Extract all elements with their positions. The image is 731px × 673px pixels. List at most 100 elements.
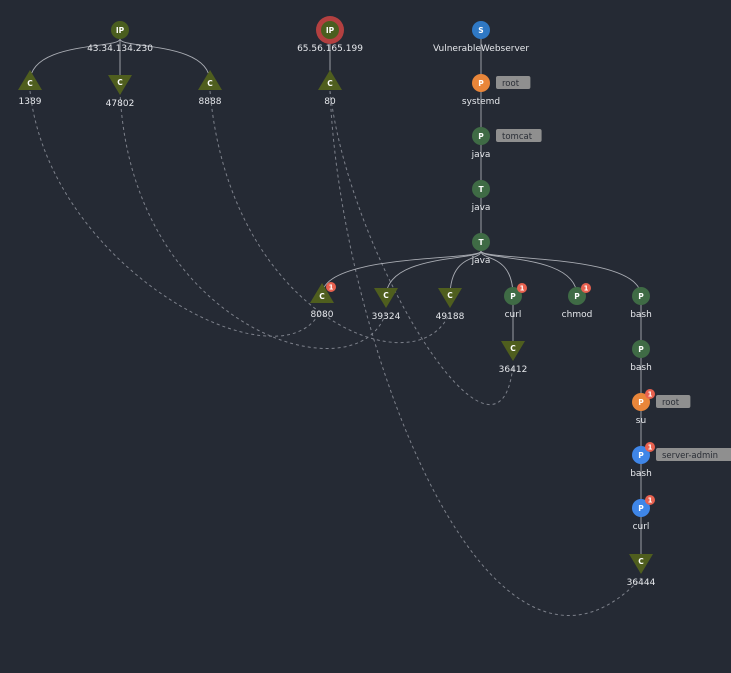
connection-triangle-icon bbox=[108, 75, 132, 95]
connection-triangle-icon bbox=[198, 70, 222, 90]
node-circle-icon bbox=[472, 127, 490, 145]
node-type-glyph: C bbox=[383, 291, 389, 300]
node-type-glyph: P bbox=[638, 345, 644, 354]
node-label: curl bbox=[633, 522, 650, 532]
node-type-glyph: S bbox=[478, 26, 483, 35]
node-label: java bbox=[471, 203, 491, 213]
edge-java3-c39324 bbox=[385, 250, 482, 298]
node-type-glyph: P bbox=[510, 292, 516, 301]
link-c8888-c49188 bbox=[209, 90, 451, 344]
node-type-glyph: T bbox=[478, 238, 484, 247]
alert-badge-icon bbox=[645, 495, 655, 505]
node-label: chmod bbox=[562, 310, 593, 320]
alert-badge-icon bbox=[645, 442, 655, 452]
node-label: 1389 bbox=[19, 97, 42, 107]
node-c36412[interactable]: C 36412 bbox=[499, 341, 528, 375]
edge-ip1-c1389 bbox=[29, 38, 121, 83]
user-tag: root bbox=[502, 79, 520, 89]
node-circle-icon bbox=[472, 21, 490, 39]
connection-triangle-icon bbox=[501, 341, 525, 361]
node-circle-icon bbox=[568, 287, 586, 305]
user-tag: tomcat bbox=[502, 132, 533, 142]
alert-badge-icon bbox=[517, 283, 527, 293]
user-tag-background bbox=[656, 395, 691, 408]
connection-triangle-icon bbox=[438, 288, 462, 308]
user-tag-background bbox=[496, 129, 542, 142]
alert-badge-icon bbox=[326, 282, 336, 292]
node-type-glyph: C bbox=[510, 344, 516, 353]
node-label: 39324 bbox=[372, 312, 401, 322]
node-type-glyph: C bbox=[447, 291, 453, 300]
alert-badge-count: 1 bbox=[520, 285, 525, 293]
node-type-glyph: P bbox=[478, 132, 484, 141]
edge-ip1-c8888 bbox=[119, 38, 211, 83]
node-label: 36444 bbox=[627, 578, 656, 588]
alert-badge-icon bbox=[645, 389, 655, 399]
connection-links bbox=[29, 90, 642, 616]
node-type-glyph: P bbox=[638, 292, 644, 301]
node-label: 8080 bbox=[311, 310, 334, 320]
link-c80-c36412 bbox=[329, 90, 514, 406]
node-circle-icon bbox=[472, 233, 490, 251]
connection-triangle-icon bbox=[310, 283, 334, 303]
node-label: java bbox=[471, 256, 491, 266]
node-label: VulnerableWebserver bbox=[433, 44, 529, 54]
node-label: java bbox=[471, 150, 491, 160]
node-c80[interactable]: C80 bbox=[318, 70, 342, 107]
node-type-glyph: P bbox=[478, 79, 484, 88]
node-type-glyph: P bbox=[638, 451, 644, 460]
node-type-glyph: C bbox=[117, 78, 123, 87]
node-label: bash bbox=[630, 469, 652, 479]
node-label: 47802 bbox=[106, 99, 135, 109]
node-type-glyph: IP bbox=[116, 26, 125, 35]
edge-java3-curl1 bbox=[480, 250, 514, 297]
edge-java3-chmod bbox=[480, 250, 578, 297]
alert-badge-icon bbox=[581, 283, 591, 293]
node-server[interactable]: S VulnerableWebserver bbox=[433, 21, 529, 54]
node-label: su bbox=[636, 416, 646, 426]
alert-badge-count: 1 bbox=[584, 285, 589, 293]
link-c80-c36444 bbox=[329, 90, 642, 616]
node-circle-icon bbox=[632, 446, 650, 464]
node-circle-icon bbox=[472, 180, 490, 198]
node-type-glyph: IP bbox=[326, 26, 335, 35]
alert-badge-count: 1 bbox=[648, 391, 653, 399]
node-circle-icon bbox=[504, 287, 522, 305]
user-tag: root bbox=[662, 398, 680, 408]
node-circle-icon bbox=[632, 499, 650, 517]
node-c8888[interactable]: C 8888 bbox=[198, 70, 222, 107]
node-c47802[interactable]: C 47802 bbox=[106, 75, 135, 109]
user-tag: server-admin bbox=[662, 451, 718, 461]
node-label: 8888 bbox=[199, 97, 222, 107]
node-c49188[interactable]: C 49188 bbox=[436, 288, 465, 322]
node-type-glyph: T bbox=[478, 185, 484, 194]
node-type-glyph: C bbox=[319, 292, 325, 301]
node-type-glyph: C bbox=[207, 79, 213, 88]
node-label: 49188 bbox=[436, 312, 465, 322]
edge-java3-c8080 bbox=[321, 250, 482, 296]
user-tag-background bbox=[656, 448, 731, 461]
node-label: systemd bbox=[462, 97, 500, 107]
node-label: 36412 bbox=[499, 365, 528, 375]
edge-java3-bash1 bbox=[480, 250, 642, 297]
node-label: bash bbox=[630, 310, 652, 320]
node-c39324[interactable]: C 39324 bbox=[372, 288, 401, 322]
